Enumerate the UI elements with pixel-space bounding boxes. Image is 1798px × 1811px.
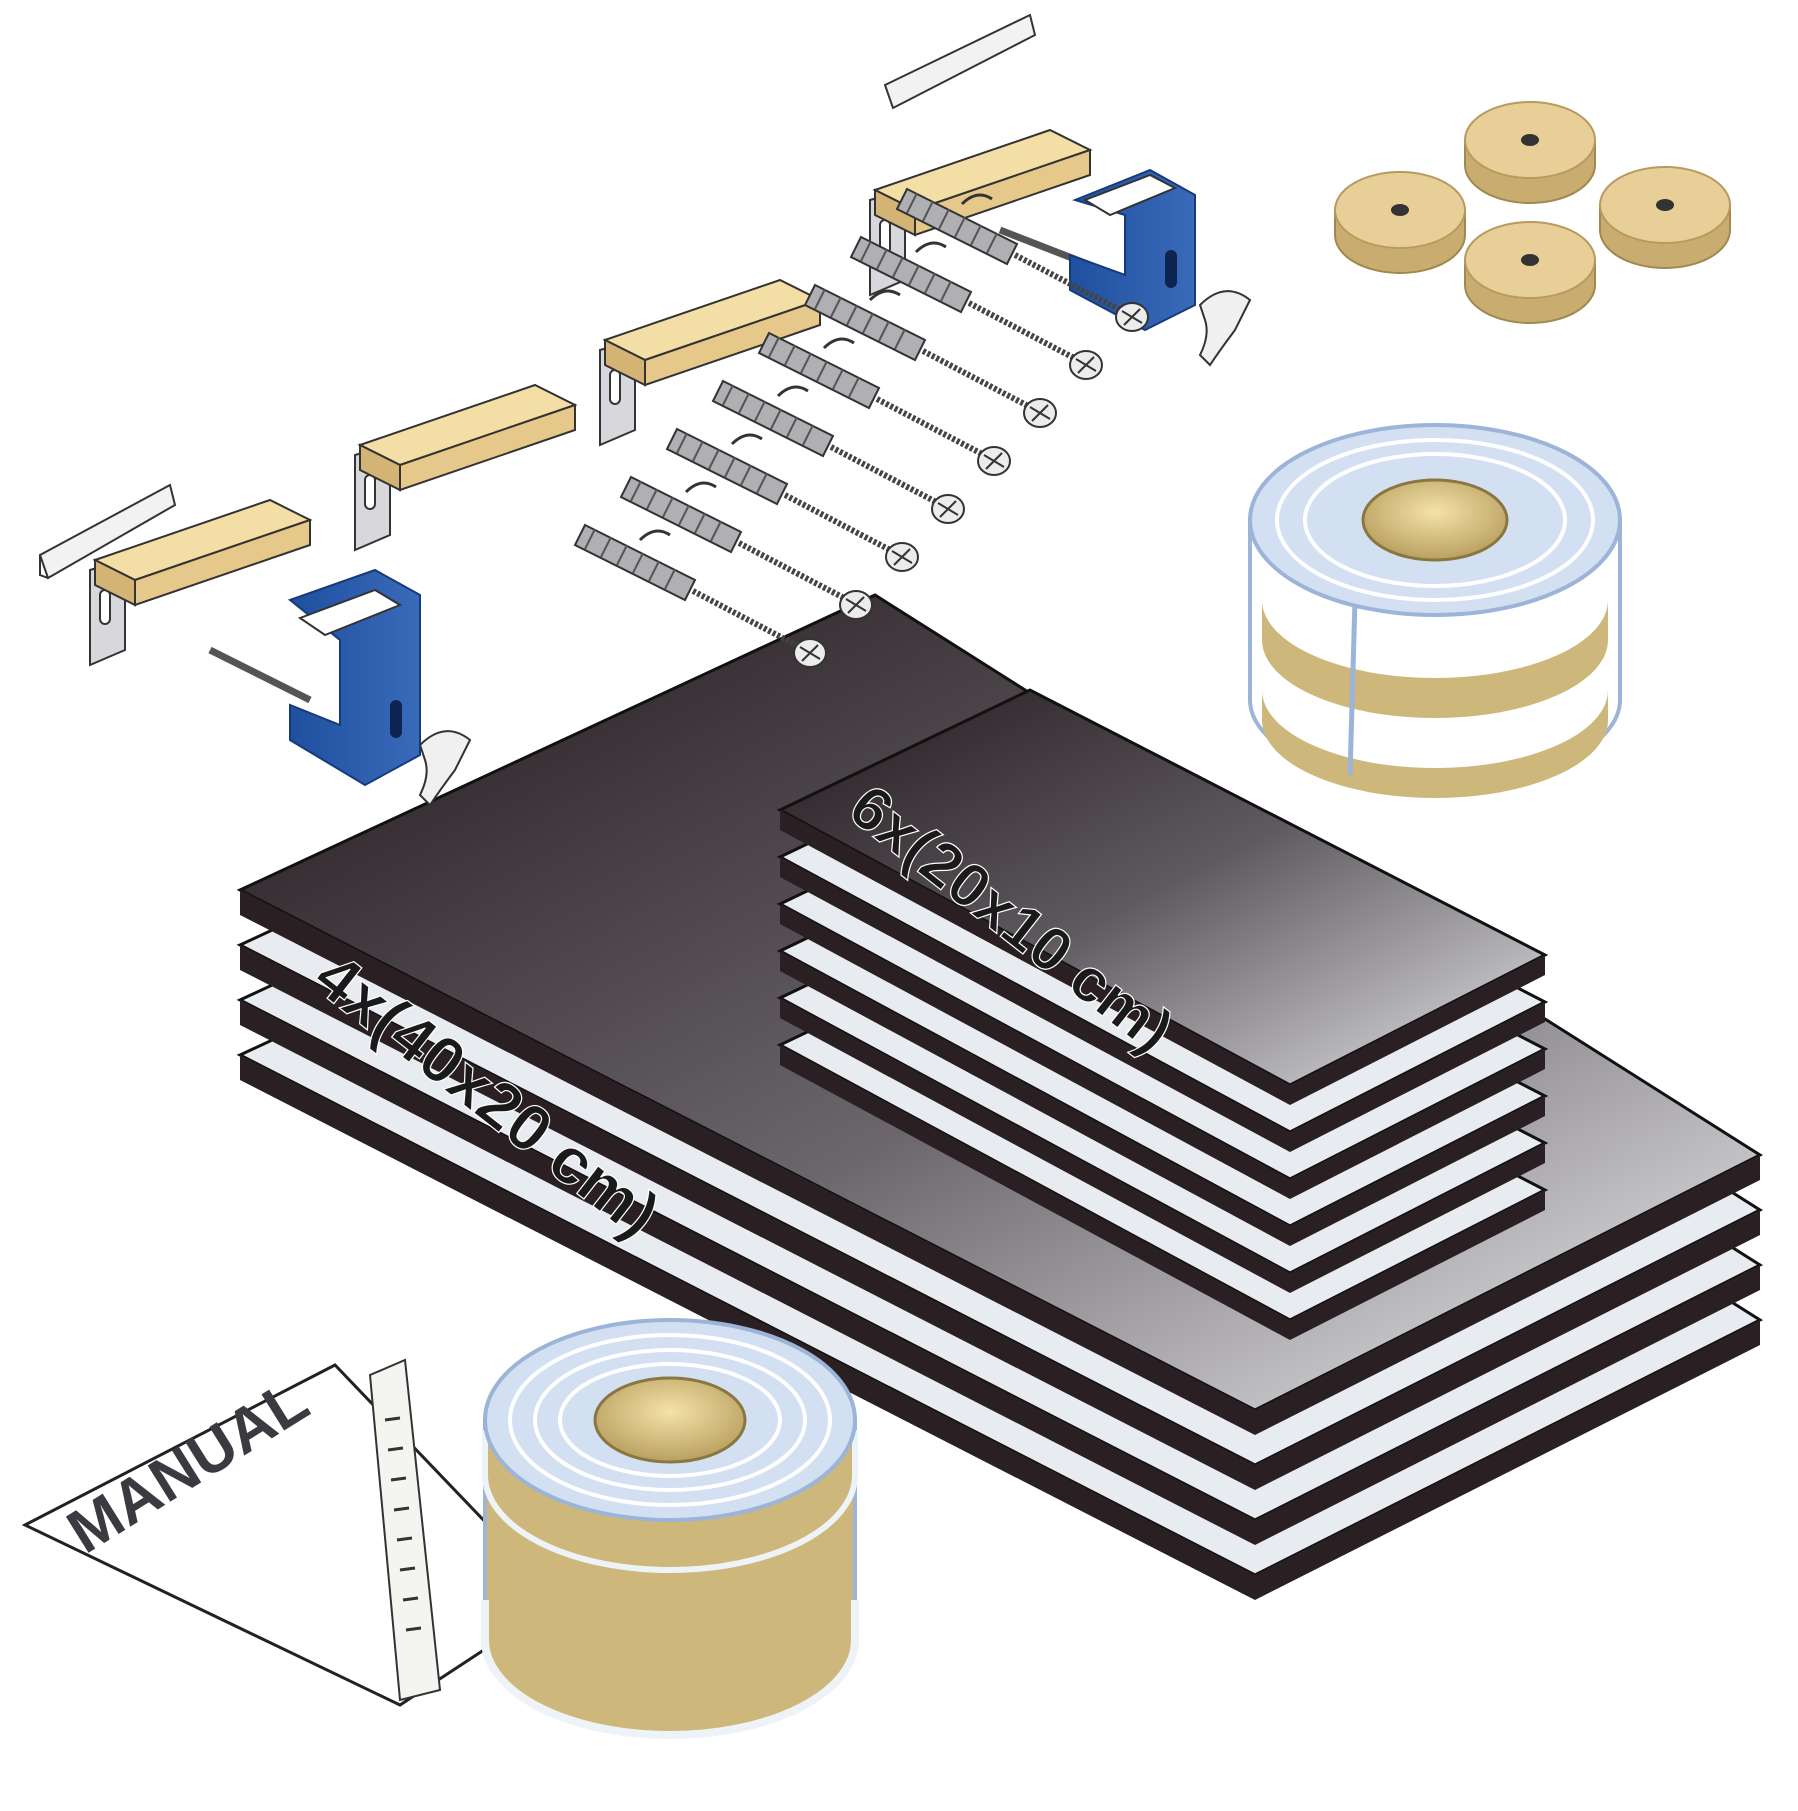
- felt-pad-icon: [1334, 171, 1466, 274]
- tape-roll-top: [1248, 423, 1622, 798]
- small-panel-stack: 6x(20x10 cm): [776, 688, 1549, 1340]
- screw-icon: [691, 588, 827, 668]
- clamp-right: [883, 13, 1252, 367]
- felt-pad-icon: [1464, 221, 1596, 324]
- screw-icon: [783, 492, 919, 572]
- wall-plug-icon: [757, 331, 881, 410]
- felt-pad-icon: [1599, 166, 1731, 269]
- bracket-group: [89, 128, 1093, 667]
- manual-sheet: MANUAL: [21, 1363, 563, 1707]
- wall-plug-icon: [895, 187, 1019, 266]
- screw-icon: [967, 300, 1103, 380]
- wall-bracket-icon: [354, 383, 578, 552]
- screw-icon: [1013, 252, 1149, 332]
- wall-plug-icon: [573, 523, 697, 602]
- felt-pads: [1334, 101, 1731, 324]
- felt-pad-icon: [1464, 101, 1596, 204]
- screw-icon: [875, 396, 1011, 476]
- wall-plug-icon: [803, 283, 927, 362]
- wall-plug-icon: [849, 235, 973, 314]
- wall-plug-group: [573, 187, 1149, 668]
- wing-nut-icon: [1198, 290, 1252, 367]
- screw-icon: [737, 540, 873, 620]
- small-panel-top: [776, 688, 1549, 1105]
- wall-plug-icon: [665, 427, 789, 506]
- screw-icon: [829, 444, 965, 524]
- clamp-left: [38, 483, 472, 807]
- wall-plug-icon: [711, 379, 835, 458]
- wall-bracket-icon: [599, 278, 823, 447]
- screw-icon: [921, 348, 1057, 428]
- wing-nut-icon: [418, 730, 472, 807]
- wall-bracket-icon: [89, 498, 313, 667]
- tape-roll-bottom: [368, 1318, 859, 1739]
- wall-plug-icon: [619, 475, 743, 554]
